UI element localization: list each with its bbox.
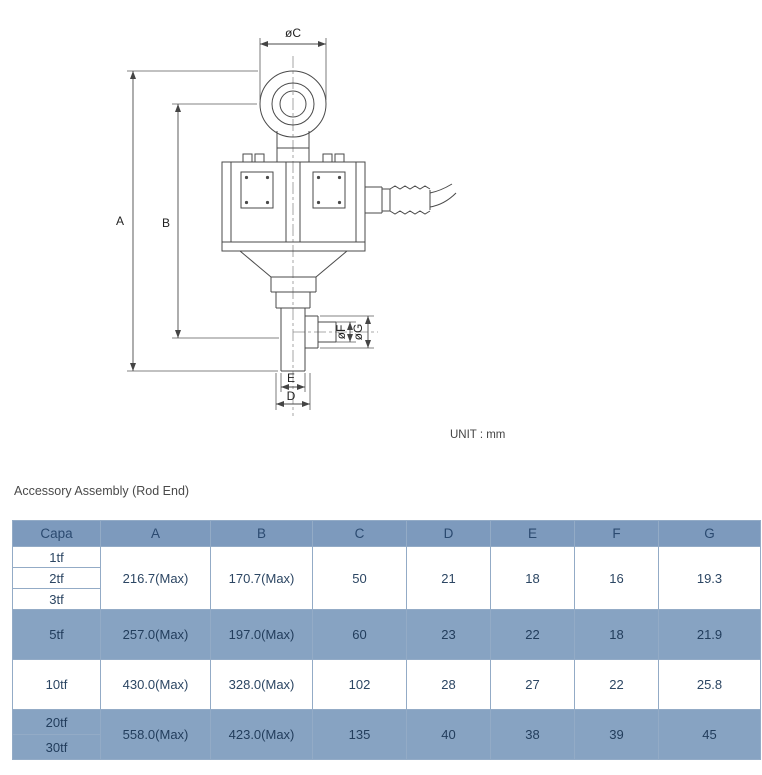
dim-label-a: A: [116, 214, 124, 228]
table-row: 30tf: [12, 734, 761, 760]
cable-assembly: [365, 183, 457, 215]
value-cell-c: 135: [312, 709, 407, 760]
value-cell-e: 27: [490, 659, 575, 710]
capa-cell: 30tf: [12, 734, 101, 760]
header-capa: Capa: [12, 520, 101, 547]
dimension-e: E: [280, 371, 306, 392]
value-cell-f: 22: [574, 659, 659, 710]
table-row: 5tf 257.0(Max) 197.0(Max) 60 23 22 18 21…: [12, 609, 761, 660]
table-row: 1tf 216.7(Max) 170.7(Max) 50 21 18 16 19…: [12, 546, 761, 610]
rod-end-assembly-drawing: øC A B øF øG: [116, 26, 505, 441]
value-cell-e: 22: [490, 609, 575, 660]
load-cell-body: [221, 153, 366, 293]
capa-cell: 5tf: [12, 609, 101, 660]
capa-cell: 2tf: [12, 567, 101, 589]
capa-cell: 20tf: [12, 709, 101, 735]
value-cell-f: 18: [574, 609, 659, 660]
dim-label-f: øF: [334, 325, 348, 340]
dim-label-d: D: [287, 389, 296, 403]
capa-cell: 1tf: [12, 546, 101, 568]
dim-label-e: E: [287, 371, 295, 385]
dim-label-c: øC: [285, 26, 301, 40]
value-cell-g: 45: [658, 709, 761, 760]
dimension-g: øG: [320, 315, 374, 349]
lower-rod: [275, 292, 337, 372]
value-cell-c: 60: [312, 609, 407, 660]
unit-note: UNIT : mm: [450, 429, 505, 441]
value-cell-a: 430.0(Max): [100, 659, 211, 710]
table-row: 3tf: [12, 588, 761, 610]
value-cell-d: 23: [406, 609, 491, 660]
value-cell-d: 21: [406, 546, 491, 610]
value-cell-c: 50: [312, 546, 407, 610]
header-c: C: [312, 520, 407, 547]
dimension-f: øF: [334, 321, 356, 343]
dim-label-b: B: [162, 216, 170, 230]
value-cell-f: 16: [574, 546, 659, 610]
dimension-b: B: [162, 103, 279, 339]
value-cell-b: 197.0(Max): [210, 609, 313, 660]
value-cell-g: 21.9: [658, 609, 761, 660]
section-title: Accessory Assembly (Rod End): [14, 484, 190, 498]
header-a: A: [100, 520, 211, 547]
table-row: 20tf 558.0(Max) 423.0(Max) 135 40 38 39 …: [12, 709, 761, 760]
value-cell-e: 18: [490, 546, 575, 610]
header-f: F: [574, 520, 659, 547]
value-cell-e: 38: [490, 709, 575, 760]
dim-label-g: øG: [351, 324, 365, 341]
spec-table: Capa A B C D E F G 1tf 216.7(Max) 170.7(…: [12, 520, 761, 760]
value-cell-d: 40: [406, 709, 491, 760]
header-g: G: [658, 520, 761, 547]
header-e: E: [490, 520, 575, 547]
value-cell-b: 423.0(Max): [210, 709, 313, 760]
table-header-row: Capa A B C D E F G: [12, 520, 761, 547]
value-cell-g: 25.8: [658, 659, 761, 710]
capa-cell: 10tf: [12, 659, 101, 710]
dimension-c: øC: [259, 26, 327, 100]
value-cell-a: 257.0(Max): [100, 609, 211, 660]
header-b: B: [210, 520, 313, 547]
value-cell-c: 102: [312, 659, 407, 710]
dimension-d: D: [275, 373, 311, 410]
dimension-a: A: [116, 70, 278, 372]
table-row: 10tf 430.0(Max) 328.0(Max) 102 28 27 22 …: [12, 659, 761, 710]
value-cell-d: 28: [406, 659, 491, 710]
value-cell-g: 19.3: [658, 546, 761, 610]
rod-end-eye: [259, 70, 327, 162]
capa-cell: 3tf: [12, 588, 101, 610]
header-d: D: [406, 520, 491, 547]
value-cell-a: 216.7(Max): [100, 546, 211, 610]
value-cell-a: 558.0(Max): [100, 709, 211, 760]
value-cell-b: 170.7(Max): [210, 546, 313, 610]
value-cell-b: 328.0(Max): [210, 659, 313, 710]
value-cell-f: 39: [574, 709, 659, 760]
